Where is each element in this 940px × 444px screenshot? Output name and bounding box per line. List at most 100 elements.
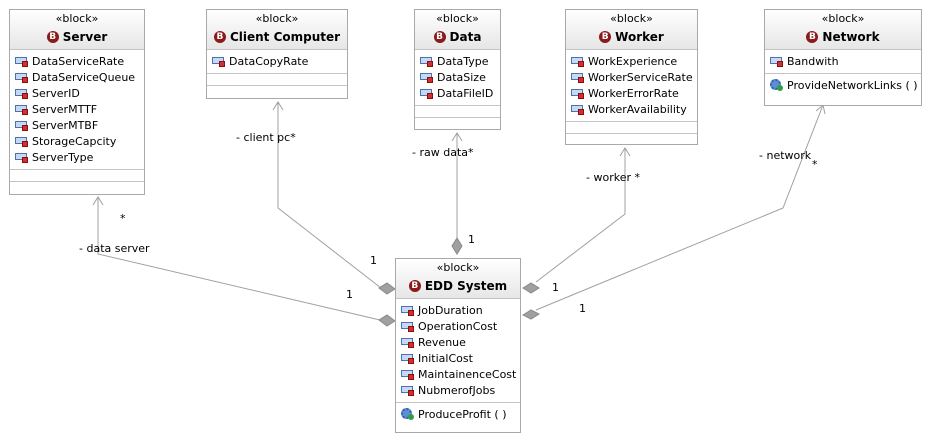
property-row[interactable]: NubmerofJobs	[401, 382, 520, 398]
property-icon	[401, 369, 415, 380]
property-row[interactable]: InitialCost	[401, 350, 520, 366]
property-icon	[571, 88, 585, 99]
property-icon	[401, 353, 415, 364]
block-name: Network	[822, 30, 880, 44]
block-name: Client Computer	[229, 30, 341, 44]
property-row[interactable]: JobDuration	[401, 302, 520, 318]
property-icon	[15, 88, 29, 99]
property-row[interactable]: Bandwith	[770, 53, 921, 69]
property-row[interactable]: WorkerServiceRate	[571, 69, 697, 85]
operation-row[interactable]: ProduceProfit ( )	[401, 406, 520, 422]
property-row[interactable]: Revenue	[401, 334, 520, 350]
property-icon	[15, 56, 29, 67]
worker-role-label: - worker *	[586, 171, 640, 184]
arrow-worker	[619, 147, 631, 157]
link-client	[277, 102, 382, 289]
network-part-multiplicity: *	[812, 158, 818, 171]
stereotype-label: «block»	[436, 261, 480, 274]
properties-compartment: DataCopyRate	[207, 50, 347, 74]
diamond-server	[378, 314, 396, 327]
properties-compartment: WorkExperience WorkerServiceRate WorkerE…	[566, 50, 697, 122]
properties-compartment: DataServiceRate DataServiceQueue ServerI…	[10, 50, 144, 170]
block-icon: B	[408, 280, 421, 292]
property-row[interactable]: ServerMTBF	[15, 117, 144, 133]
properties-compartment: DataType DataSize DataFileID	[415, 50, 500, 106]
diamond-client	[378, 282, 396, 295]
property-row[interactable]: DataType	[420, 53, 500, 69]
block-icon: B	[46, 31, 59, 43]
data-role-label: - raw data*	[412, 146, 474, 159]
properties-compartment: Bandwith	[765, 50, 921, 74]
client-whole-multiplicity: 1	[370, 254, 377, 267]
network-whole-multiplicity: 1	[579, 302, 586, 315]
operations-compartment	[207, 74, 347, 86]
worker-whole-multiplicity: 1	[552, 281, 559, 294]
block-icon: B	[806, 31, 819, 43]
property-row[interactable]: StorageCapcity	[15, 133, 144, 149]
extra-compartment	[415, 118, 500, 128]
property-icon	[571, 104, 585, 115]
operation-row[interactable]: ProvideNetworkLinks ( )	[770, 77, 921, 93]
block-icon: B	[433, 31, 446, 43]
block-icon: B	[599, 31, 612, 43]
property-icon	[401, 337, 415, 348]
property-row[interactable]: ServerID	[15, 85, 144, 101]
property-icon	[15, 72, 29, 83]
property-row[interactable]: ServerMTTF	[15, 101, 144, 117]
diamond-worker	[522, 282, 540, 294]
property-row[interactable]: OperationCost	[401, 318, 520, 334]
property-row[interactable]: DataSize	[420, 69, 500, 85]
property-icon	[15, 152, 29, 163]
link-network	[535, 104, 824, 311]
arrow-data	[451, 132, 463, 142]
diamond-data	[451, 237, 463, 255]
property-icon	[420, 72, 434, 83]
client-role-label: - client pc*	[236, 131, 296, 144]
property-icon	[420, 56, 434, 67]
property-row[interactable]: DataServiceQueue	[15, 69, 144, 85]
property-row[interactable]: ServerType	[15, 149, 144, 165]
property-row[interactable]: WorkerAvailability	[571, 101, 697, 117]
extra-compartment	[207, 86, 347, 96]
property-row[interactable]: WorkerErrorRate	[571, 85, 697, 101]
block-name: EDD System	[424, 279, 508, 293]
operations-compartment	[566, 122, 697, 134]
property-row[interactable]: DataFileID	[420, 85, 500, 101]
extra-compartment	[10, 182, 144, 192]
property-row[interactable]: DataServiceRate	[15, 53, 144, 69]
property-row[interactable]: DataCopyRate	[212, 53, 347, 69]
stereotype-label: «block»	[436, 12, 479, 25]
stereotype-label: «block»	[821, 12, 865, 25]
property-icon	[401, 321, 415, 332]
property-row[interactable]: MaintainenceCost	[401, 366, 520, 382]
block-name: Worker	[615, 30, 664, 44]
operation-gear-icon	[770, 78, 784, 92]
property-icon	[401, 385, 415, 396]
property-icon	[15, 120, 29, 131]
server-part-multiplicity: *	[120, 212, 126, 225]
stereotype-label: «block»	[255, 12, 299, 25]
stereotype-label: «block»	[55, 12, 99, 25]
property-row[interactable]: WorkExperience	[571, 53, 697, 69]
operations-compartment: ProduceProfit ( )	[396, 403, 520, 427]
operations-compartment	[10, 170, 144, 182]
block-icon: B	[213, 31, 226, 43]
arrow-client	[272, 101, 284, 111]
stereotype-label: «block»	[610, 12, 653, 25]
operations-compartment	[415, 106, 500, 118]
block-name: Data	[449, 30, 482, 44]
properties-compartment: JobDuration OperationCost Revenue Initia…	[396, 299, 520, 403]
